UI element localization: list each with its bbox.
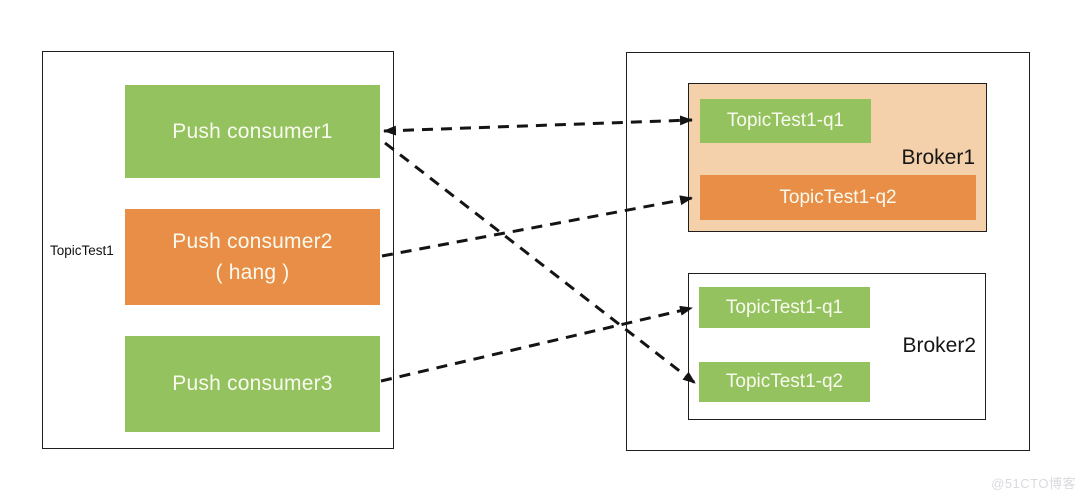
broker1-queue1-box: TopicTest1-q1 — [700, 99, 871, 143]
push-consumer1-box: Push consumer1 — [125, 85, 380, 178]
push-consumer3-box: Push consumer3 — [125, 336, 380, 432]
push-consumer2-label: Push consumer2 — [172, 229, 333, 253]
broker2-label: Broker2 — [902, 334, 976, 357]
push-consumer3-label: Push consumer3 — [172, 372, 333, 395]
topic-label: TopicTest1 — [50, 243, 114, 258]
broker1-label: Broker1 — [901, 146, 975, 169]
broker1-queue2-label: TopicTest1-q2 — [779, 186, 897, 208]
push-consumer2-box: Push consumer2 ( hang ) — [125, 209, 380, 305]
broker2-queue1-label: TopicTest1-q1 — [725, 296, 844, 318]
broker2-queue1-box: TopicTest1-q1 — [699, 287, 870, 328]
broker1-box: TopicTest1-q1 Broker1 TopicTest1-q2 — [688, 83, 987, 232]
broker1-queue2-box: TopicTest1-q2 — [700, 175, 976, 220]
push-consumer1-label: Push consumer1 — [172, 119, 333, 143]
broker2-box: TopicTest1-q1 Broker2 TopicTest1-q2 — [688, 273, 986, 420]
push-consumer2-sublabel: ( hang ) — [215, 260, 290, 284]
broker2-queue2-box: TopicTest1-q2 — [699, 362, 870, 402]
broker1-queue1-label: TopicTest1-q1 — [726, 110, 845, 131]
watermark: @51CTO博客 — [991, 476, 1076, 491]
broker2-queue2-label: TopicTest1-q2 — [725, 371, 844, 392]
